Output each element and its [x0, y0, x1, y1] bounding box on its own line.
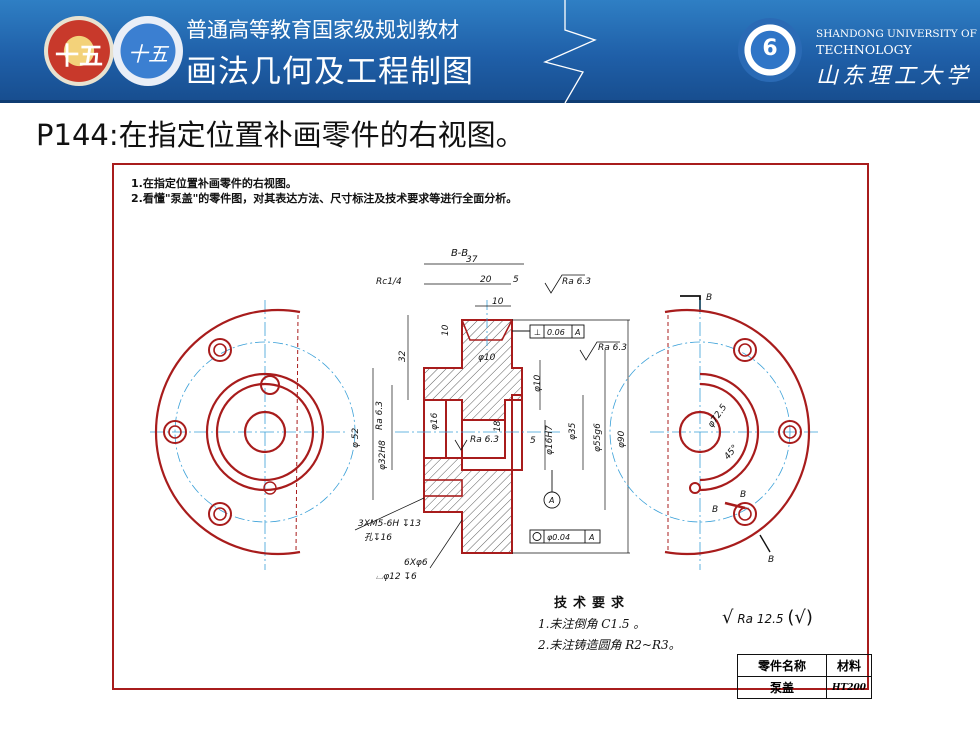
university-name-cn: 山东理工大学 [816, 64, 973, 89]
title-block: 零件名称 材料 泵盖 HT200 [737, 654, 872, 699]
drawing-note-2: 2.看懂"泵盖"的零件图，对其表达方法、尺寸标注及技术要求等进行全面分析。 [131, 192, 518, 205]
drawing-note-1: 1.在指定位置补画零件的右视图。 [131, 177, 297, 190]
right-label-b2: B [712, 505, 718, 515]
roughness-ra63-top: Ra 6.3 [562, 277, 591, 287]
hole-cbore-spec: ⌴φ12 ↧6 [376, 572, 417, 582]
technical-requirements: 技术要求 1.未注倒角 C1.5 。 2.未注铸造圆角 R2~R3。 [538, 592, 681, 653]
dim-phi90: φ90 [617, 430, 627, 448]
header-divider [0, 100, 980, 103]
book-title: 画法几何及工程制图 [186, 54, 474, 90]
engineering-drawing: B-B 37 20 5 [150, 248, 820, 582]
logo-badge-1-text: 十五 [55, 41, 103, 70]
dim-phi16h7: φ16H7 [545, 425, 555, 455]
tech-heading: 技术要求 [554, 596, 631, 611]
hole-thread: 3XM5-6H ↧13 [358, 519, 421, 529]
left-view [150, 300, 356, 570]
tech-line-2: 2.未注铸造圆角 R2~R3。 [538, 638, 681, 652]
page-title: P144:在指定位置补画零件的右视图。 [36, 118, 525, 152]
right-label-b1: B [740, 490, 746, 500]
dim-5b: 5 [530, 436, 536, 446]
dim-37: 37 [466, 255, 478, 265]
drawing-notes: 1.在指定位置补画零件的右视图。 2.看懂"泵盖"的零件图，对其表达方法、尺寸标… [131, 176, 517, 206]
tol-coax-datum: A [588, 533, 594, 542]
logo-badge-2: 十五 [113, 16, 183, 86]
logo-badge-2-text: 十五 [128, 42, 168, 66]
right-view: B B B φ72.5 45° [609, 300, 820, 570]
dim-phi35: φ35 [568, 422, 578, 440]
hole-cbore: 6Xφ6 [404, 558, 428, 568]
dim-20: 20 [480, 275, 492, 285]
dim-10a: 10 [492, 297, 504, 307]
roughness-ra63-right: Ra 6.3 [598, 343, 627, 353]
roughness-ra63-left: Ra 6.3 [375, 401, 385, 430]
series-title: 普通高等教育国家级规划教材 [186, 18, 459, 42]
title-block-material: HT200 [826, 676, 872, 699]
tol-coax: φ0.04 [547, 533, 570, 542]
dim-5a: 5 [513, 275, 519, 285]
rough-check-icon: √ [722, 607, 734, 628]
university-logo: 6 [738, 18, 802, 82]
general-roughness: √ Ra 12.5 (√) [722, 607, 813, 628]
dim-phi10b: φ10 [533, 374, 543, 392]
hole-thread-depth: 孔↧16 [364, 532, 392, 543]
university-name-en-1: SHANDONG UNIVERSITY OF [816, 28, 977, 40]
drawing-frame [112, 163, 869, 690]
university-name-en-2: TECHNOLOGY [816, 42, 912, 57]
right-label-45: 45° [723, 443, 741, 462]
section-label: B-B [451, 248, 468, 259]
roughness-ra63-mid: Ra 6.3 [470, 435, 499, 445]
rough-symbol: Ra 12.5 [737, 612, 784, 626]
dim-phi32h8: φ32H8 [378, 440, 388, 470]
dim-phi55g6: φ55g6 [593, 423, 603, 452]
dim-phi52: φ 52 [351, 427, 361, 448]
section-view: B-B 37 20 5 [351, 248, 712, 582]
dim-10b: 10 [441, 324, 451, 336]
title-block-material-label: 材料 [826, 654, 872, 677]
decorative-lines [543, 0, 597, 103]
dim-32: 32 [398, 350, 408, 362]
rough-paren: (√) [787, 607, 813, 628]
title-block-part-name: 泵盖 [737, 676, 827, 699]
tech-line-1: 1.未注倒角 C1.5 。 [538, 617, 646, 631]
tol-perp-datum: A [574, 328, 580, 337]
logo-badge-1: 十五 [44, 16, 114, 86]
svg-text:⊥: ⊥ [534, 328, 541, 337]
tol-perp: 0.06 [547, 328, 565, 337]
dim-phi16: φ16 [430, 412, 440, 430]
dim-rc: Rc1/4 [376, 277, 402, 287]
university-logo-text: 6 [762, 36, 778, 61]
right-label-b3: B [768, 555, 774, 565]
dim-18: 18 [493, 420, 503, 432]
title-block-part-label: 零件名称 [737, 654, 827, 677]
dim-phi10: φ10 [478, 353, 496, 363]
datum-a: A [548, 496, 554, 505]
view-arrow-label: B [706, 293, 712, 303]
